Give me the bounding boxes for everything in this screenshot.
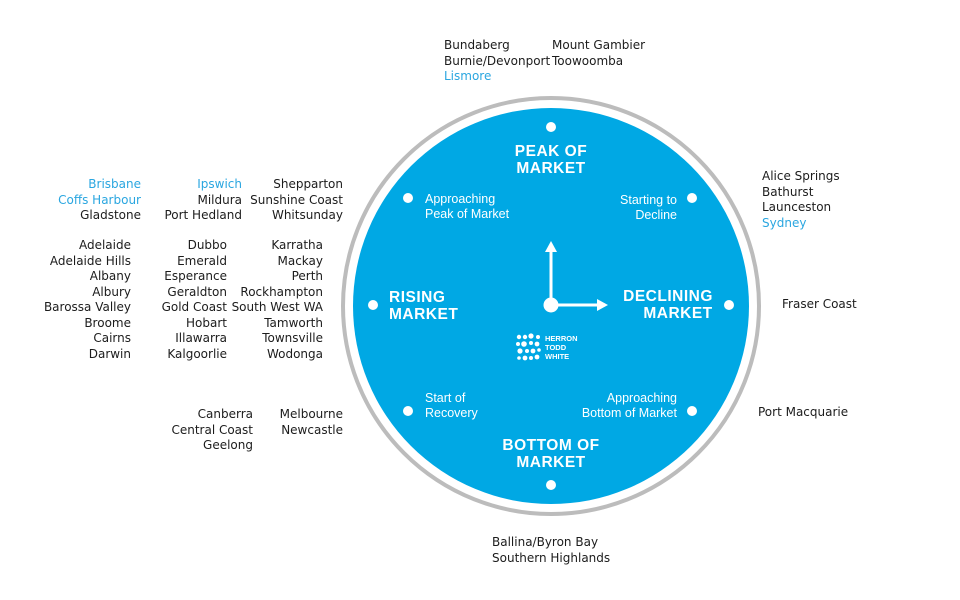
transition-start-recovery-line2: Recovery [425,406,479,420]
region-name: Wodonga [266,346,323,361]
region-name: Bundaberg [444,38,510,52]
clock-hands [543,241,608,313]
region-name: Bathurst [762,184,814,199]
rising-marker [368,300,378,310]
phase-peak-line2: MARKET [516,160,585,177]
transition-approaching-bottom-line2: Bottom of Market [582,406,678,420]
phase-rising-line1: RISING [389,289,445,306]
region-name: Launceston [762,200,832,214]
region-name: Burnie/Devonport [444,53,551,68]
starting-decline-marker [687,193,697,203]
bottom-marker [546,480,556,490]
region-name: Adelaide Hills [49,253,131,268]
region-name: Gladstone [80,208,141,222]
declining-marker [724,300,734,310]
region-name: Cairns [93,331,131,345]
clock-outer-ring [341,96,761,516]
region-name: Gold Coast [161,300,227,314]
approaching-bottom-regions: Port Macquarie [758,405,848,421]
region-name: Tamworth [264,315,323,330]
region-name: Perth [291,269,323,283]
region-name: Port Hedland [164,208,242,222]
logo-line2: TODD [545,343,567,352]
transition-approaching-peak-line2: Peak of Market [425,207,510,221]
peak-marker [546,122,556,132]
region-name: Whitsunday [271,208,343,222]
region-name: Geraldton [167,284,227,299]
region-name: Adelaide [78,238,131,252]
region-name: Illawarra [175,331,227,345]
region-name: Albany [89,269,131,283]
region-name: Ipswich [197,177,242,191]
region-name: Fraser Coast [782,297,857,311]
region-name: Emerald [177,253,227,268]
region-name: Mackay [277,253,324,268]
region-name: Broome [84,315,131,330]
transition-starting-decline-line1: Starting to [620,193,677,207]
region-name: Southern Highlands [492,550,611,565]
region-name: Dubbo [187,238,227,252]
transition-starting-decline-line2: Decline [635,208,677,222]
declining-regions: Fraser Coast [782,297,857,313]
phase-rising-line2: MARKET [389,306,458,323]
region-name: Mount Gambier [552,38,646,52]
region-name: Geelong [203,438,253,452]
phase-bottom-line1: BOTTOM OF [502,437,599,454]
phase-declining-line1: DECLINING [623,288,713,305]
region-name: Hobart [186,315,227,330]
region-name: Albury [92,284,131,299]
phase-declining-line2: MARKET [643,305,712,322]
region-name: Coffs Harbour [58,192,141,207]
region-name: Canberra [197,407,253,421]
logo-line3: WHITE [545,352,569,361]
region-name: Karratha [271,238,323,252]
region-name: Shepparton [273,177,343,191]
region-name: Townsville [262,331,323,345]
region-name: Rockhampton [240,284,323,299]
approaching-bottom-marker [687,406,697,416]
logo-line1: HERRON [545,334,578,343]
region-name: Mildura [197,192,242,207]
start-recovery-marker [403,406,413,416]
region-name: Toowoomba [552,53,624,68]
phase-peak-line1: PEAK OF [515,143,587,160]
region-name: Ballina/Byron Bay [492,535,599,549]
region-name: Central Coast [171,422,253,437]
region-name: Port Macquarie [758,405,849,419]
approaching-peak-marker [403,193,413,203]
region-name: South West WA [231,300,323,314]
region-name: Darwin [88,346,131,361]
region-name: Melbourne [279,407,343,421]
transition-approaching-bottom-line1: Approaching [607,391,677,405]
phase-bottom-line2: MARKET [516,454,585,471]
region-name: Sydney [762,215,807,230]
region-name: Esperance [164,269,227,283]
transition-approaching-peak-line1: Approaching [425,192,495,206]
region-name: Alice Springs [762,169,840,183]
transition-start-recovery-line1: Start of [425,391,466,405]
region-name: Barossa Valley [43,300,131,314]
region-name: Sunshine Coast [250,192,343,207]
region-name: Kalgoorlie [167,346,227,361]
herron-todd-white-logo: HERRON TODD WHITE [516,333,578,361]
region-name: Brisbane [88,177,141,191]
region-name: Lismore [444,69,492,83]
region-name: Newcastle [281,422,343,437]
